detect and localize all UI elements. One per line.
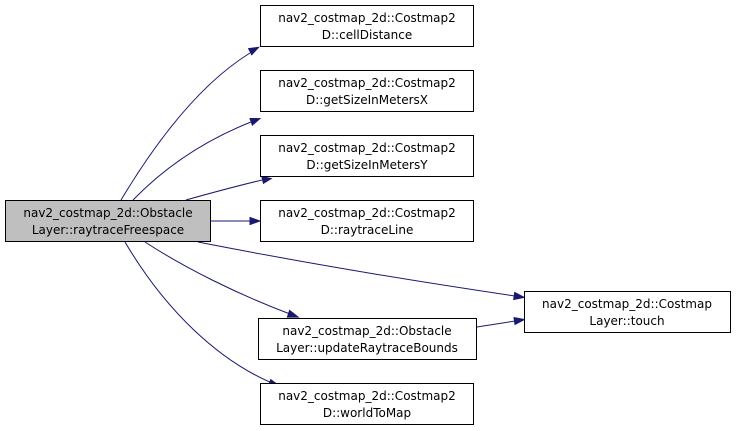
node-root-line1: nav2_costmap_2d::Obstacle <box>23 206 192 220</box>
edge-root-to-touch <box>197 241 516 297</box>
edge-root-to-getSizeInMetersX <box>132 121 252 201</box>
edge-root-to-cellDistance <box>120 52 251 201</box>
node-cellDistance-line2: D::cellDistance <box>322 28 412 42</box>
node-root-box <box>5 200 211 242</box>
node-raytraceLine-box <box>260 200 474 242</box>
arrowhead-touch-from-update <box>513 316 526 326</box>
node-getSizeInMetersX-line2: D::getSizeInMetersX <box>306 93 428 107</box>
edge-root-to-getSizeInMetersY <box>185 179 263 201</box>
node-raytraceLine-line1: nav2_costmap_2d::Costmap2 <box>278 206 456 220</box>
edges <box>120 46 526 388</box>
node-getSizeInMetersX-box <box>260 70 474 112</box>
node-getSizeInMetersX[interactable]: nav2_costmap_2d::Costmap2 D::getSizeInMe… <box>260 70 474 112</box>
nodes: nav2_costmap_2d::Obstacle Layer::raytrac… <box>5 5 731 425</box>
node-updateRaytraceBounds-line2: Layer::updateRaytraceBounds <box>276 341 458 355</box>
arrowhead-raytraceLine <box>249 216 262 226</box>
node-cellDistance-box <box>260 5 474 47</box>
node-getSizeInMetersX-line1: nav2_costmap_2d::Costmap2 <box>278 76 456 90</box>
node-worldToMap-line2: D::worldToMap <box>323 406 411 420</box>
node-worldToMap[interactable]: nav2_costmap_2d::Costmap2 D::worldToMap <box>260 383 474 425</box>
node-touch[interactable]: nav2_costmap_2d::Costmap Layer::touch <box>524 291 731 333</box>
node-getSizeInMetersY-line1: nav2_costmap_2d::Costmap2 <box>278 141 456 155</box>
node-raytraceLine-line2: D::raytraceLine <box>321 223 414 237</box>
node-getSizeInMetersY-box <box>260 135 474 177</box>
node-root-line2: Layer::raytraceFreespace <box>32 223 184 237</box>
edge-updateRaytraceBounds-to-touch <box>476 320 516 328</box>
node-touch-line2: Layer::touch <box>589 314 664 328</box>
node-updateRaytraceBounds-line1: nav2_costmap_2d::Obstacle <box>282 324 451 338</box>
node-updateRaytraceBounds[interactable]: nav2_costmap_2d::Obstacle Layer::updateR… <box>258 318 477 360</box>
node-worldToMap-line1: nav2_costmap_2d::Costmap2 <box>278 389 456 403</box>
node-raytraceLine[interactable]: nav2_costmap_2d::Costmap2 D::raytraceLin… <box>260 200 474 242</box>
node-getSizeInMetersY[interactable]: nav2_costmap_2d::Costmap2 D::getSizeInMe… <box>260 135 474 177</box>
node-getSizeInMetersY-line2: D::getSizeInMetersY <box>306 158 428 172</box>
arrowhead-touch <box>513 291 526 301</box>
node-root[interactable]: nav2_costmap_2d::Obstacle Layer::raytrac… <box>5 200 211 242</box>
arrowhead-cellDistance <box>247 46 260 56</box>
arrowhead-getSizeInMetersX <box>249 117 262 126</box>
node-cellDistance[interactable]: nav2_costmap_2d::Costmap2 D::cellDistanc… <box>260 5 474 47</box>
node-cellDistance-line1: nav2_costmap_2d::Costmap2 <box>278 11 456 25</box>
node-touch-box <box>524 291 731 333</box>
arrowhead-updateRaytraceBounds <box>286 309 300 318</box>
node-worldToMap-box <box>260 383 474 425</box>
node-updateRaytraceBounds-box <box>258 318 477 360</box>
node-touch-line1: nav2_costmap_2d::Costmap <box>542 297 712 311</box>
arrowhead-getSizeInMetersY <box>261 175 273 185</box>
edge-root-to-worldToMap <box>124 241 273 384</box>
edge-root-to-updateRaytraceBounds <box>144 241 291 315</box>
